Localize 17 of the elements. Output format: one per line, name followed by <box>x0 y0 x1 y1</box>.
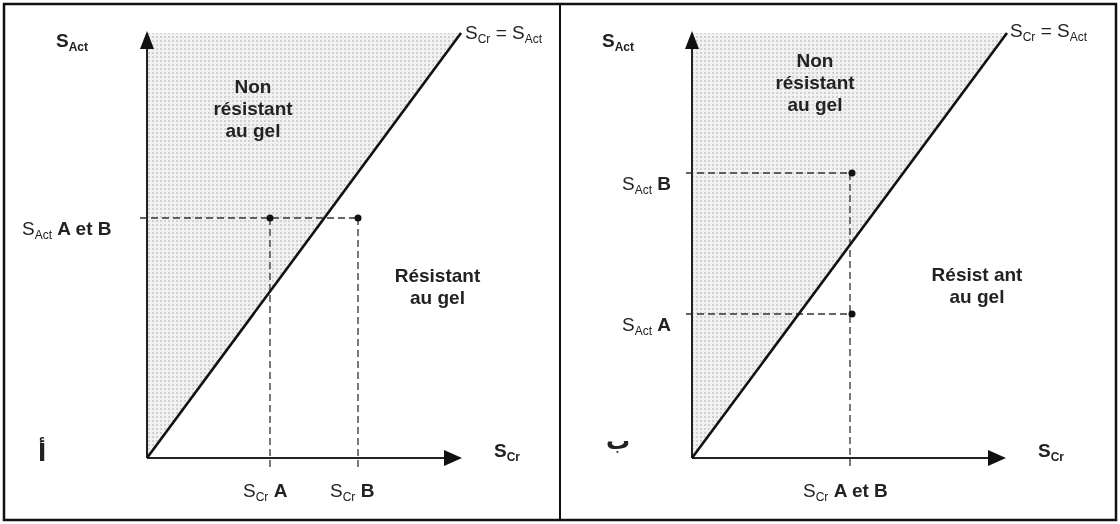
axis-label: S$_{Cr}$ A <box>243 480 288 505</box>
axis-title: S$_{Cr}$ <box>1038 440 1065 465</box>
line-label: S$_{Cr}$ = S$_{Act}$ <box>1010 20 1088 45</box>
axis-label: S$_{Act}$ A <box>622 314 672 339</box>
axis-label: S$_{Act}$ B <box>622 173 672 198</box>
axis-label: S$_{Cr}$ A et B <box>803 480 888 505</box>
panel-letter: ب <box>606 428 631 456</box>
line-label: S$_{Cr}$ = S$_{Act}$ <box>465 22 543 47</box>
region-label: Non résistant au gel <box>774 50 856 116</box>
axis-label: S$_{Cr}$ B <box>330 480 375 505</box>
region-label: Résistant au gel <box>393 265 482 309</box>
axis-title: S$_{Cr}$ <box>494 440 521 465</box>
axis-label: S$_{Act}$ A et B <box>22 218 112 243</box>
axis-title: S$_{Act}$ <box>602 30 635 55</box>
region-label: Résist ant au gel <box>930 264 1024 308</box>
region-label: Non résistant au gel <box>212 76 294 142</box>
axis-title: S$_{Act}$ <box>56 30 89 55</box>
